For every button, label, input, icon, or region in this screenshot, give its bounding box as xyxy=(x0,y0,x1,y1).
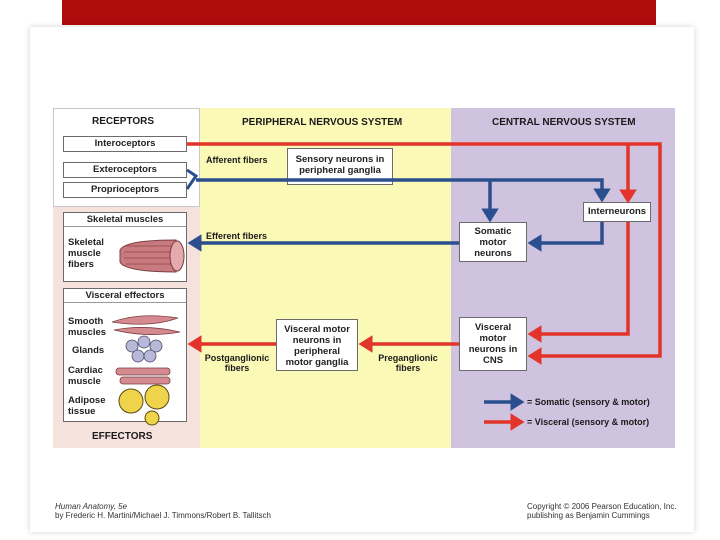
footer-copyright: Copyright © 2006 Pearson Education, Inc.… xyxy=(527,502,677,520)
visceral-afferent-arrow xyxy=(187,142,662,365)
skeletal-muscle-illustration xyxy=(119,239,185,273)
skeletal-muscle-fibers-label: Skeletal muscle fibers xyxy=(68,237,104,270)
postganglionic-fibers-label: Postganglionic fibers xyxy=(204,353,270,373)
interoceptors-box: Interoceptors xyxy=(63,136,187,152)
visceral-motor-neurons-cns-box: Visceral motor neurons in CNS xyxy=(459,317,527,371)
glands-label: Glands xyxy=(72,345,105,356)
cardiac-muscle-label: Cardiac muscle xyxy=(68,365,103,387)
footer-copyright-text: Copyright © 2006 Pearson Education, Inc. xyxy=(527,502,677,511)
pns-header: PERIPHERAL NERVOUS SYSTEM xyxy=(242,117,403,128)
footer-book-title: Human Anatomy, 5e xyxy=(55,502,128,511)
smooth-muscle-illustration xyxy=(111,315,181,335)
visceral-effectors-header: Visceral effectors xyxy=(64,289,186,303)
skeletal-muscles-header: Skeletal muscles xyxy=(64,213,186,227)
exteroceptors-box: Exteroceptors xyxy=(63,162,187,178)
cns-header: CENTRAL NERVOUS SYSTEM xyxy=(492,117,636,128)
interneuron-to-somatic-motor-arrow xyxy=(527,222,604,252)
legend-somatic-label: = Somatic (sensory & motor) xyxy=(527,397,650,407)
afferent-fibers-label: Afferent fibers xyxy=(206,155,268,165)
footer-publisher: publishing as Benjamin Cummings xyxy=(527,511,650,520)
glands-illustration xyxy=(125,335,163,363)
cns-panel xyxy=(451,108,675,448)
interneuron-to-visceral-motor-arrow xyxy=(527,222,630,343)
somatic-motor-neurons-box: Somatic motor neurons xyxy=(459,222,527,262)
footer-book: Human Anatomy, 5e by Frederic H. Martini… xyxy=(55,502,271,520)
adipose-tissue-illustration xyxy=(118,384,170,426)
cardiac-muscle-illustration xyxy=(115,367,171,385)
effectors-header: EFFECTORS xyxy=(92,431,153,442)
visceral-motor-neurons-peripheral-box: Visceral motor neurons in peripheral mot… xyxy=(276,319,358,371)
preganglionic-fibers-label: Preganglionic fibers xyxy=(378,353,438,373)
interneurons-box: Interneurons xyxy=(583,202,651,222)
somatic-afferent-main-arrow xyxy=(196,178,611,203)
smooth-muscles-label: Smooth muscles xyxy=(68,316,107,338)
title-bar xyxy=(62,0,656,25)
footer-authors: by Frederic H. Martini/Michael J. Timmon… xyxy=(55,511,271,520)
somatic-afferent-arrow xyxy=(185,168,199,190)
adipose-tissue-label: Adipose tissue xyxy=(68,395,106,417)
efferent-fibers-label: Efferent fibers xyxy=(206,231,268,241)
proprioceptors-box: Proprioceptors xyxy=(63,182,187,198)
legend-visceral-label: = Visceral (sensory & motor) xyxy=(527,417,650,427)
receptors-header: RECEPTORS xyxy=(92,116,155,127)
